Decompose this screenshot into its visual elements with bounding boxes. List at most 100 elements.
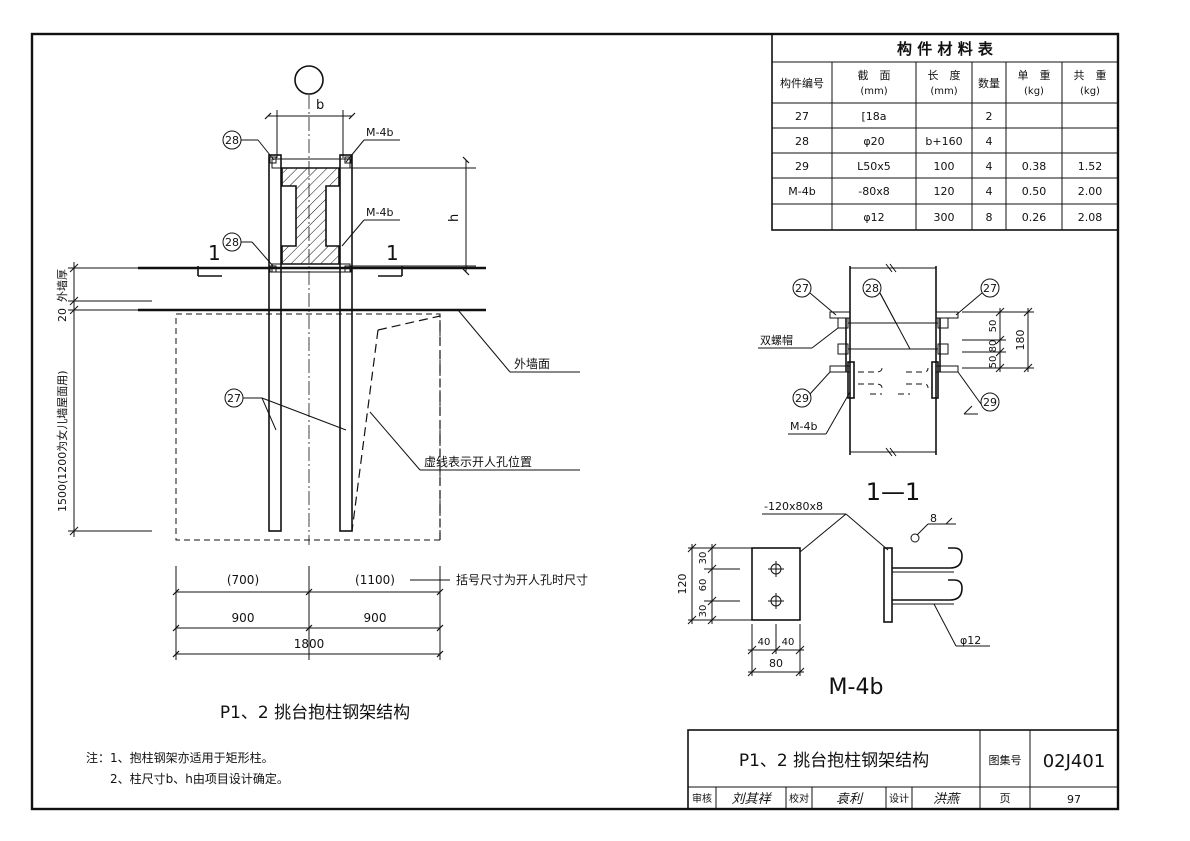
th-total-weight-unit: (kg)	[1080, 86, 1100, 97]
double-nut-label: 双螺帽	[760, 334, 793, 347]
sec-dim-50a: 50	[988, 320, 999, 333]
wall-thickness-label: 外墙厚	[55, 269, 69, 302]
sec-dim-80: 80	[988, 340, 999, 353]
dashed-line-note: 虚线表示开人孔位置	[424, 454, 532, 469]
design-signature: 洪燕	[933, 792, 961, 807]
m4b-dim-60: 60	[698, 579, 709, 592]
manhole-diagonal	[351, 315, 441, 540]
check-label: 校对	[789, 792, 809, 805]
m4b-detail-view: -120x80x8 30 60 30 120	[676, 500, 990, 700]
plate-label: -120x80x8	[764, 500, 823, 513]
table-cell: 2.00	[1078, 185, 1103, 198]
check-signature: 袁利	[836, 792, 864, 807]
table-cell: -80x8	[858, 185, 889, 198]
rod-size: φ12	[960, 634, 981, 647]
page-label: 页	[1000, 792, 1011, 805]
table-cell: 300	[934, 211, 955, 224]
table-cell: 0.50	[1022, 185, 1047, 198]
atlas-number: 02J401	[1043, 751, 1106, 772]
title-block-title: P1、2 挑台抱柱钢架结构	[739, 751, 929, 771]
manhole-outline	[175, 313, 441, 541]
weld-size: 8	[930, 512, 937, 525]
m4b-dim-30a: 30	[698, 552, 709, 565]
m4b-dim-80: 80	[769, 657, 783, 670]
th-id: 构件编号	[780, 76, 824, 90]
plate-side	[883, 547, 893, 623]
table-cell: 4	[986, 135, 993, 148]
th-length: 长 度	[928, 68, 961, 82]
post-left	[268, 154, 282, 532]
m4b-title: M-4b	[829, 675, 884, 700]
post-right	[339, 154, 353, 532]
th-qty: 数量	[978, 77, 1000, 90]
th-unit-weight-unit: (kg)	[1024, 86, 1044, 97]
table-cell: 8	[986, 211, 993, 224]
section-1-1-view: 27 27 28 双螺帽 29 29 M-4b 50 80	[758, 263, 1034, 506]
column-marker-circle	[294, 65, 324, 95]
dim-1100: (1100)	[355, 573, 395, 587]
material-table: 构 件 材 料 表 构件编号 截 面 (mm) 长 度 (mm) 数量 单 重 …	[771, 33, 1119, 231]
dim-h: h	[447, 214, 462, 222]
table-cell: 0.26	[1022, 211, 1047, 224]
m4b-dim-40b: 40	[782, 637, 795, 648]
table-cell: b+160	[925, 135, 962, 148]
sec-dim-50b: 50	[988, 356, 999, 369]
sec-tag-29-left: 29	[795, 392, 809, 405]
table-cell: 4	[986, 160, 993, 173]
th-total-weight: 共 重	[1074, 68, 1107, 82]
table-header-row: 构件编号 截 面 (mm) 长 度 (mm) 数量 单 重 (kg) 共 重 (…	[780, 68, 1107, 97]
table-cell: 1.52	[1078, 160, 1103, 173]
table-cell: φ12	[863, 211, 884, 224]
tag-27-text: 27	[227, 392, 241, 405]
dim-1800: 1800	[294, 637, 325, 651]
th-section: 截 面	[858, 68, 891, 82]
outer-wall-face-label: 外墙面	[514, 357, 550, 371]
table-cell: 27	[795, 110, 809, 123]
dim-900-left: 900	[232, 611, 255, 625]
dim-1500: 1500(1200为女儿墙屋面用)	[55, 370, 69, 512]
plate-front	[751, 547, 801, 621]
section-mark-left: 1	[208, 241, 221, 265]
review-label: 审核	[692, 792, 712, 805]
table-cell: M-4b	[788, 185, 815, 198]
table-cell: φ20	[863, 135, 884, 148]
sec-tag-27-right: 27	[983, 282, 997, 295]
sec-tag-27-left: 27	[795, 282, 809, 295]
label-m4b-top: M-4b	[366, 126, 393, 139]
i-beam-column-section	[281, 167, 340, 265]
bracket-note: 括号尺寸为开人孔时尺寸	[456, 572, 588, 587]
table-cell: 2	[986, 110, 993, 123]
table-cell: 29	[795, 160, 809, 173]
title-block: P1、2 挑台抱柱钢架结构 图集号 02J401 审核 刘其祥 校对 袁利 设计…	[687, 729, 1119, 810]
anchor-rod-top	[892, 547, 963, 569]
design-label: 设计	[889, 792, 909, 805]
sec-dim-180: 180	[1014, 330, 1027, 351]
note-line-2: 2、柱尺寸b、h由项目设计确定。	[110, 771, 289, 786]
dim-20: 20	[56, 308, 69, 322]
sec-tag-28: 28	[865, 282, 879, 295]
tag-28-top-text: 28	[225, 134, 239, 147]
th-unit-weight: 单 重	[1018, 68, 1051, 82]
section-mark-right: 1	[386, 241, 399, 265]
m4b-dim-40a: 40	[758, 637, 771, 648]
main-elevation-view: b 28 28 M-4b M-4b h 1	[55, 65, 588, 723]
table-cell: 4	[986, 185, 993, 198]
notes: 注：1、抱柱钢架亦适用于矩形柱。 2、柱尺寸b、h由项目设计确定。	[86, 750, 289, 786]
table-title: 构 件 材 料 表	[897, 40, 994, 58]
table-cell: L50x5	[857, 160, 891, 173]
th-section-unit: (mm)	[860, 86, 887, 97]
dim-b: b	[316, 98, 324, 113]
clamp-rod-top	[271, 158, 351, 169]
anchor-rod-bottom	[892, 579, 963, 601]
section-title: 1—1	[866, 478, 921, 506]
tag-28-mid-text: 28	[225, 236, 239, 249]
sheet-border	[30, 32, 1120, 811]
m4b-dim-30b: 30	[698, 605, 709, 618]
dim-900-right: 900	[364, 611, 387, 625]
table-cell: [18a	[861, 110, 886, 123]
atlas-label: 图集号	[989, 753, 1022, 767]
page-number: 97	[1067, 793, 1081, 806]
m4b-dim-120: 120	[676, 574, 689, 595]
